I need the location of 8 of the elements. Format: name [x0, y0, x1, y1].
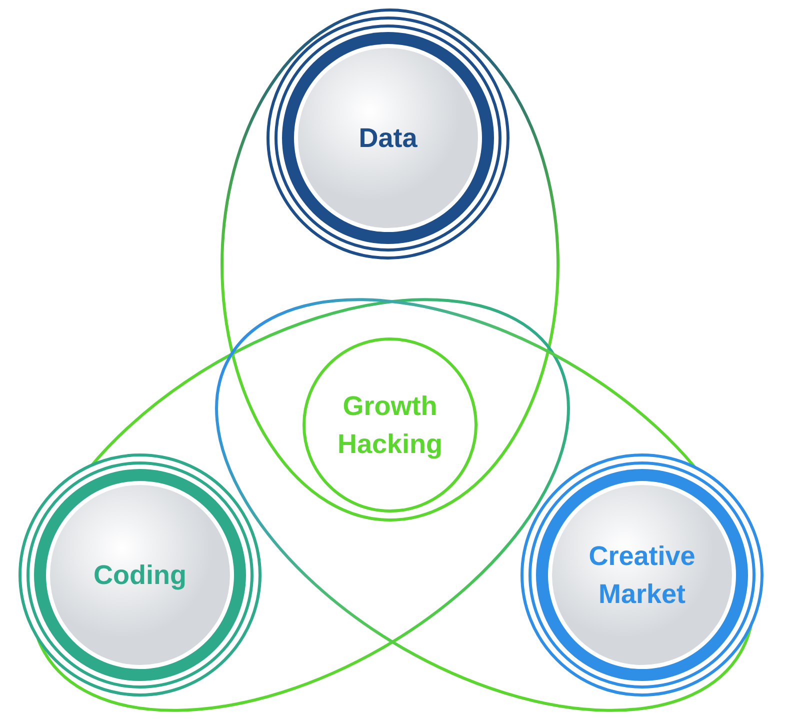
node-label: Data [358, 122, 418, 155]
node-label: Growth Hacking [336, 390, 444, 461]
ring-circle [18, 453, 262, 697]
ring-circle [520, 453, 764, 697]
center-circle [302, 337, 478, 513]
ring-circle [266, 16, 510, 260]
node-label: Creative Market [588, 540, 696, 611]
node-label: Coding [92, 559, 188, 592]
